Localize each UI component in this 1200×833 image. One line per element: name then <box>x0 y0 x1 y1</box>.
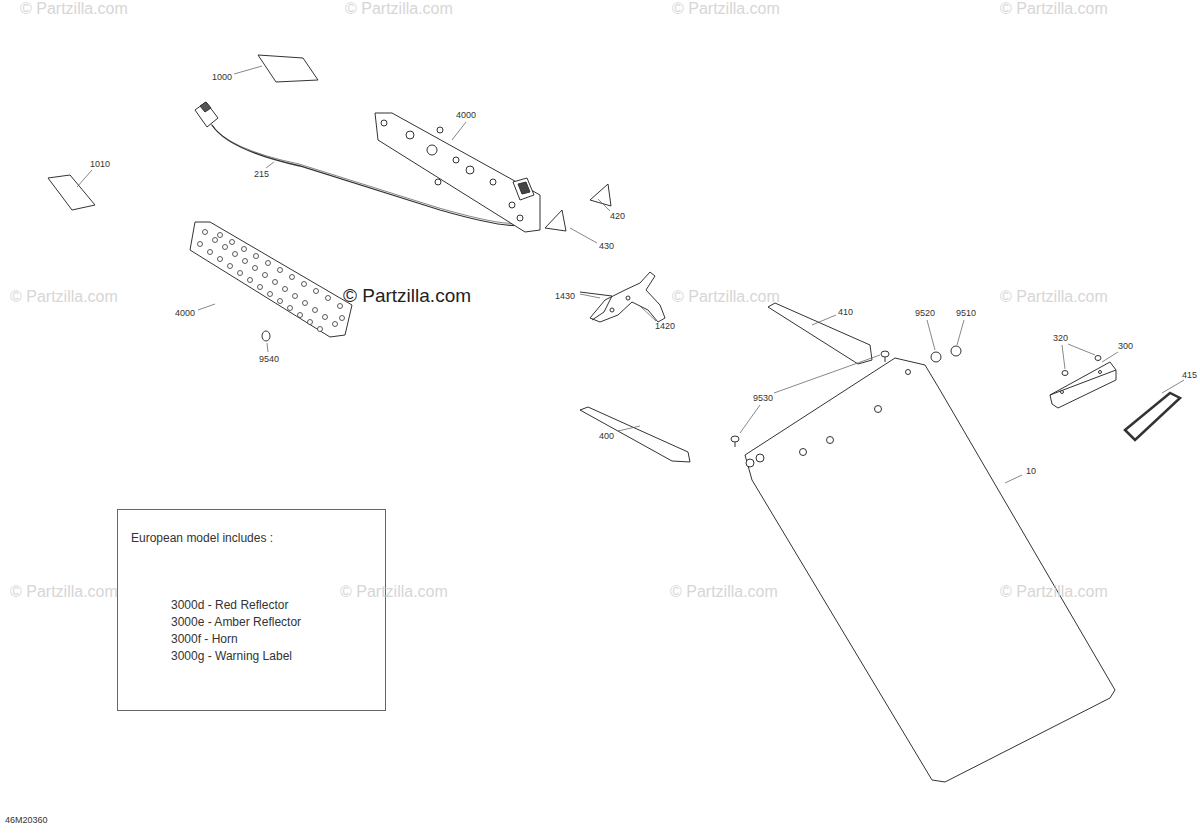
plate-part <box>190 222 352 337</box>
watermark: © Partzilla.com <box>345 1 453 17</box>
watermark: © Partzilla.com <box>672 289 780 305</box>
washer-part <box>931 352 941 362</box>
callout-number: 420 <box>610 212 625 221</box>
watermark: © Partzilla.com <box>670 584 778 600</box>
flap-part <box>745 358 1115 782</box>
callout-number: 9520 <box>915 309 935 318</box>
screw-part <box>731 436 739 442</box>
bracket-part <box>1050 362 1116 408</box>
note-line: 3000d - Red Reflector <box>171 599 288 611</box>
note-heading: European model includes : <box>131 532 273 544</box>
callout-number: 1000 <box>212 73 232 82</box>
callout-number: 9540 <box>259 355 279 364</box>
watermark: © Partzilla.com <box>1000 289 1108 305</box>
wire-part <box>580 292 612 320</box>
reflector-part <box>590 184 611 206</box>
screw-part <box>881 351 889 357</box>
watermark: © Partzilla.com <box>10 584 118 600</box>
watermark: © Partzilla.com <box>672 1 780 17</box>
diagram-code: 46M20360 <box>5 816 48 825</box>
callout-number: 10 <box>1026 467 1036 476</box>
callout-number: 1430 <box>555 292 575 301</box>
gasket-part <box>1125 393 1180 440</box>
note-line: 3000e - Amber Reflector <box>171 616 301 628</box>
screw-part <box>1095 356 1101 361</box>
note-line: 3000f - Horn <box>171 633 238 645</box>
plate-part <box>375 113 540 232</box>
trim-strip <box>768 303 872 364</box>
connector <box>513 178 534 200</box>
callout-number: 9510 <box>956 309 976 318</box>
connector <box>195 102 218 127</box>
reflector-part <box>545 210 566 231</box>
trim-strip <box>580 407 690 462</box>
callout-number: 1010 <box>90 160 110 169</box>
nut-part <box>951 346 961 356</box>
watermark: © Partzilla.com <box>10 289 118 305</box>
bracket-part <box>590 272 665 322</box>
rivet-part <box>262 331 270 341</box>
callout-number: 4000 <box>175 309 195 318</box>
watermark: © Partzilla.com <box>20 1 128 17</box>
watermark: © Partzilla.com <box>340 584 448 600</box>
callout-number: 9530 <box>753 394 773 403</box>
callout-number: 1420 <box>655 322 675 331</box>
callout-number: 410 <box>838 308 853 317</box>
callout-number: 400 <box>599 432 614 441</box>
callout-number: 215 <box>254 170 269 179</box>
reflector-part <box>258 55 318 82</box>
reflector-part <box>48 175 95 210</box>
screw-part <box>1062 371 1068 376</box>
callout-number: 430 <box>599 242 614 251</box>
callout-number: 300 <box>1118 342 1133 351</box>
callout-number: 4000 <box>456 111 476 120</box>
note-line: 3000g - Warning Label <box>171 650 292 662</box>
callout-number: 320 <box>1053 334 1068 343</box>
connector <box>200 102 211 112</box>
watermark: © Partzilla.com <box>343 286 471 305</box>
watermark: © Partzilla.com <box>1000 584 1108 600</box>
leader-lines <box>77 66 1184 483</box>
callout-number: 415 <box>1182 371 1197 380</box>
watermark: © Partzilla.com <box>1000 1 1108 17</box>
note-box: European model includes : 3000d - Red Ref… <box>117 509 386 711</box>
